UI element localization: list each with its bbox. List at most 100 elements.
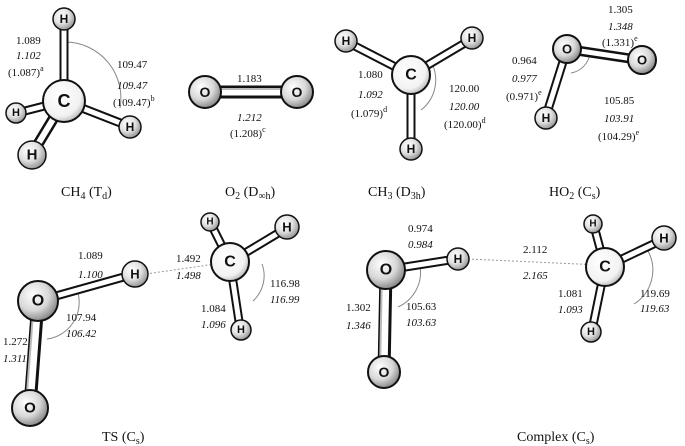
ch4-angle-arc: [65, 41, 122, 109]
o2-caption: O2 (D∞h): [225, 185, 276, 202]
complex-h-c-bond: [467, 258, 601, 266]
o2-molecule: O O 1.183 1.212 (1.208)c O2 (D∞h): [188, 73, 314, 202]
complex-hc-length: 2.112: [523, 244, 547, 256]
svg-text:H: H: [468, 31, 477, 45]
complex-angle-hch-arc: [633, 250, 654, 305]
ch3-atom-h-right: H: [460, 26, 484, 50]
o2-atom-o-right: O: [280, 75, 314, 109]
complex-atom-h: H: [446, 247, 470, 271]
ts-angle-ooh-alt: 106.42: [66, 328, 97, 340]
complex-ch-length: 1.081: [558, 288, 583, 300]
complex-oh-length: 0.974: [408, 223, 433, 235]
ch3-angle-exp: (120.00)d: [444, 116, 486, 131]
svg-text:O: O: [637, 53, 647, 68]
ts-atom-o-bottom: O: [11, 389, 49, 427]
o2-bond-length-alt: 1.212: [237, 112, 262, 124]
ts-atom-h-top: H: [200, 212, 220, 232]
complex-angle-hch: 119.69: [640, 288, 670, 300]
o2-atom-o-left: O: [188, 75, 222, 109]
ho2-angle-alt: 103.91: [604, 113, 634, 125]
ts-atom-h-transfer: H: [121, 260, 149, 288]
ch4-angle: 109.47: [117, 59, 148, 71]
complex-structure: O O H H H C H 0.974 0.984 2.112 2.165: [346, 214, 677, 446]
ho2-caption: HO2 (Cs): [549, 185, 601, 202]
ch4-caption: CH4 (Td): [61, 185, 112, 202]
ts-ch-length: 1.084: [201, 303, 226, 315]
svg-text:C: C: [599, 259, 611, 276]
svg-text:H: H: [130, 267, 139, 282]
svg-text:H: H: [587, 326, 595, 338]
complex-angle-ooh-alt: 103.63: [406, 317, 437, 329]
ho2-oh-length: 0.964: [512, 55, 537, 67]
ts-angle-ooh-arc: [46, 292, 80, 340]
ts-hc-length: 1.492: [176, 253, 201, 265]
svg-text:H: H: [542, 111, 551, 125]
ch4-atom-h-bottom: H: [17, 140, 47, 170]
ch3-atom-h-left: H: [334, 29, 358, 53]
svg-text:H: H: [237, 324, 245, 336]
ch4-bond-length-alt: 1.102: [16, 50, 41, 62]
svg-text:H: H: [282, 220, 291, 235]
ts-angle-hch-alt: 116.99: [270, 294, 300, 306]
ch3-molecule: H H C H 1.080 1.092 (1.079)d 120.00 120.…: [334, 26, 486, 202]
ch4-atom-h-right: H: [118, 115, 142, 139]
svg-text:C: C: [224, 254, 236, 271]
complex-angle-ooh-arc: [397, 265, 422, 308]
o2-bond-length: 1.183: [237, 73, 262, 85]
complex-oh-length-alt: 0.984: [408, 239, 433, 251]
ch3-atom-c: C: [391, 55, 431, 95]
complex-angle-ooh: 105.63: [406, 301, 437, 313]
ho2-oo-length: 1.305: [608, 4, 633, 16]
ts-ch-length-alt: 1.096: [201, 319, 226, 331]
ho2-oh-length-alt: 0.977: [512, 73, 537, 85]
ts-atom-c: C: [210, 242, 250, 282]
ts-oo-length: 1.272: [3, 336, 28, 348]
svg-text:O: O: [32, 293, 44, 310]
ts-hc-length-alt: 1.498: [176, 270, 201, 282]
ch3-bond-length-alt: 1.092: [358, 89, 383, 101]
svg-text:H: H: [342, 34, 351, 48]
ts-oh-length: 1.089: [78, 250, 103, 262]
complex-ch-length-alt: 1.093: [558, 304, 583, 316]
ch3-caption: CH3 (D3h): [368, 185, 426, 202]
ch4-atom-h-left: H: [5, 102, 27, 124]
ts-angle-hch: 116.98: [270, 278, 300, 290]
ch3-angle: 120.00: [449, 83, 480, 95]
svg-text:H: H: [206, 217, 213, 228]
ho2-atom-o-right: O: [627, 45, 657, 75]
complex-caption: Complex (Cs): [517, 430, 595, 446]
complex-oo-length-alt: 1.346: [346, 320, 371, 332]
ts-atom-h-right: H: [274, 214, 300, 240]
complex-atom-h-right: H: [651, 225, 677, 251]
svg-text:H: H: [407, 142, 416, 156]
ho2-molecule: O O H 1.305 1.348 (1.331)e 0.964 0.977 (…: [506, 4, 657, 202]
complex-atom-h-top: H: [583, 214, 603, 234]
ho2-angle: 105.85: [604, 95, 635, 107]
ch4-atom-c: C: [42, 79, 86, 123]
ts-caption: TS (Cs): [102, 430, 145, 446]
ts-angle-hch-arc: [252, 263, 265, 302]
svg-text:C: C: [58, 91, 71, 111]
complex-hc-length-alt: 2.165: [523, 270, 548, 282]
ch3-bond-length: 1.080: [358, 69, 383, 81]
ts-angle-ooh: 107.94: [66, 312, 97, 324]
ho2-angle-exp: (104.29)e: [598, 128, 640, 143]
complex-atom-o-top: O: [366, 250, 406, 290]
ts-structure: O O H H H C H 1.089 1.100 1.492 1.498: [3, 212, 300, 446]
svg-text:O: O: [380, 262, 392, 279]
svg-text:O: O: [379, 364, 390, 380]
svg-text:H: H: [659, 231, 668, 246]
complex-oo-length: 1.302: [346, 302, 371, 314]
ch3-atom-h-bottom: H: [399, 137, 423, 161]
ho2-atom-h: H: [534, 106, 558, 130]
ch4-atom-h-top: H: [52, 7, 76, 31]
ts-atom-h-bottom: H: [230, 319, 252, 341]
ch4-angle-exp: (109.47)b: [113, 94, 155, 109]
ho2-oo-length-exp: (1.331)e: [602, 34, 638, 49]
ts-oo-length-alt: 1.311: [3, 353, 27, 365]
svg-text:H: H: [589, 219, 596, 230]
svg-text:H: H: [27, 147, 38, 164]
ts-oh-length-alt: 1.100: [78, 269, 103, 281]
svg-text:O: O: [562, 42, 572, 57]
